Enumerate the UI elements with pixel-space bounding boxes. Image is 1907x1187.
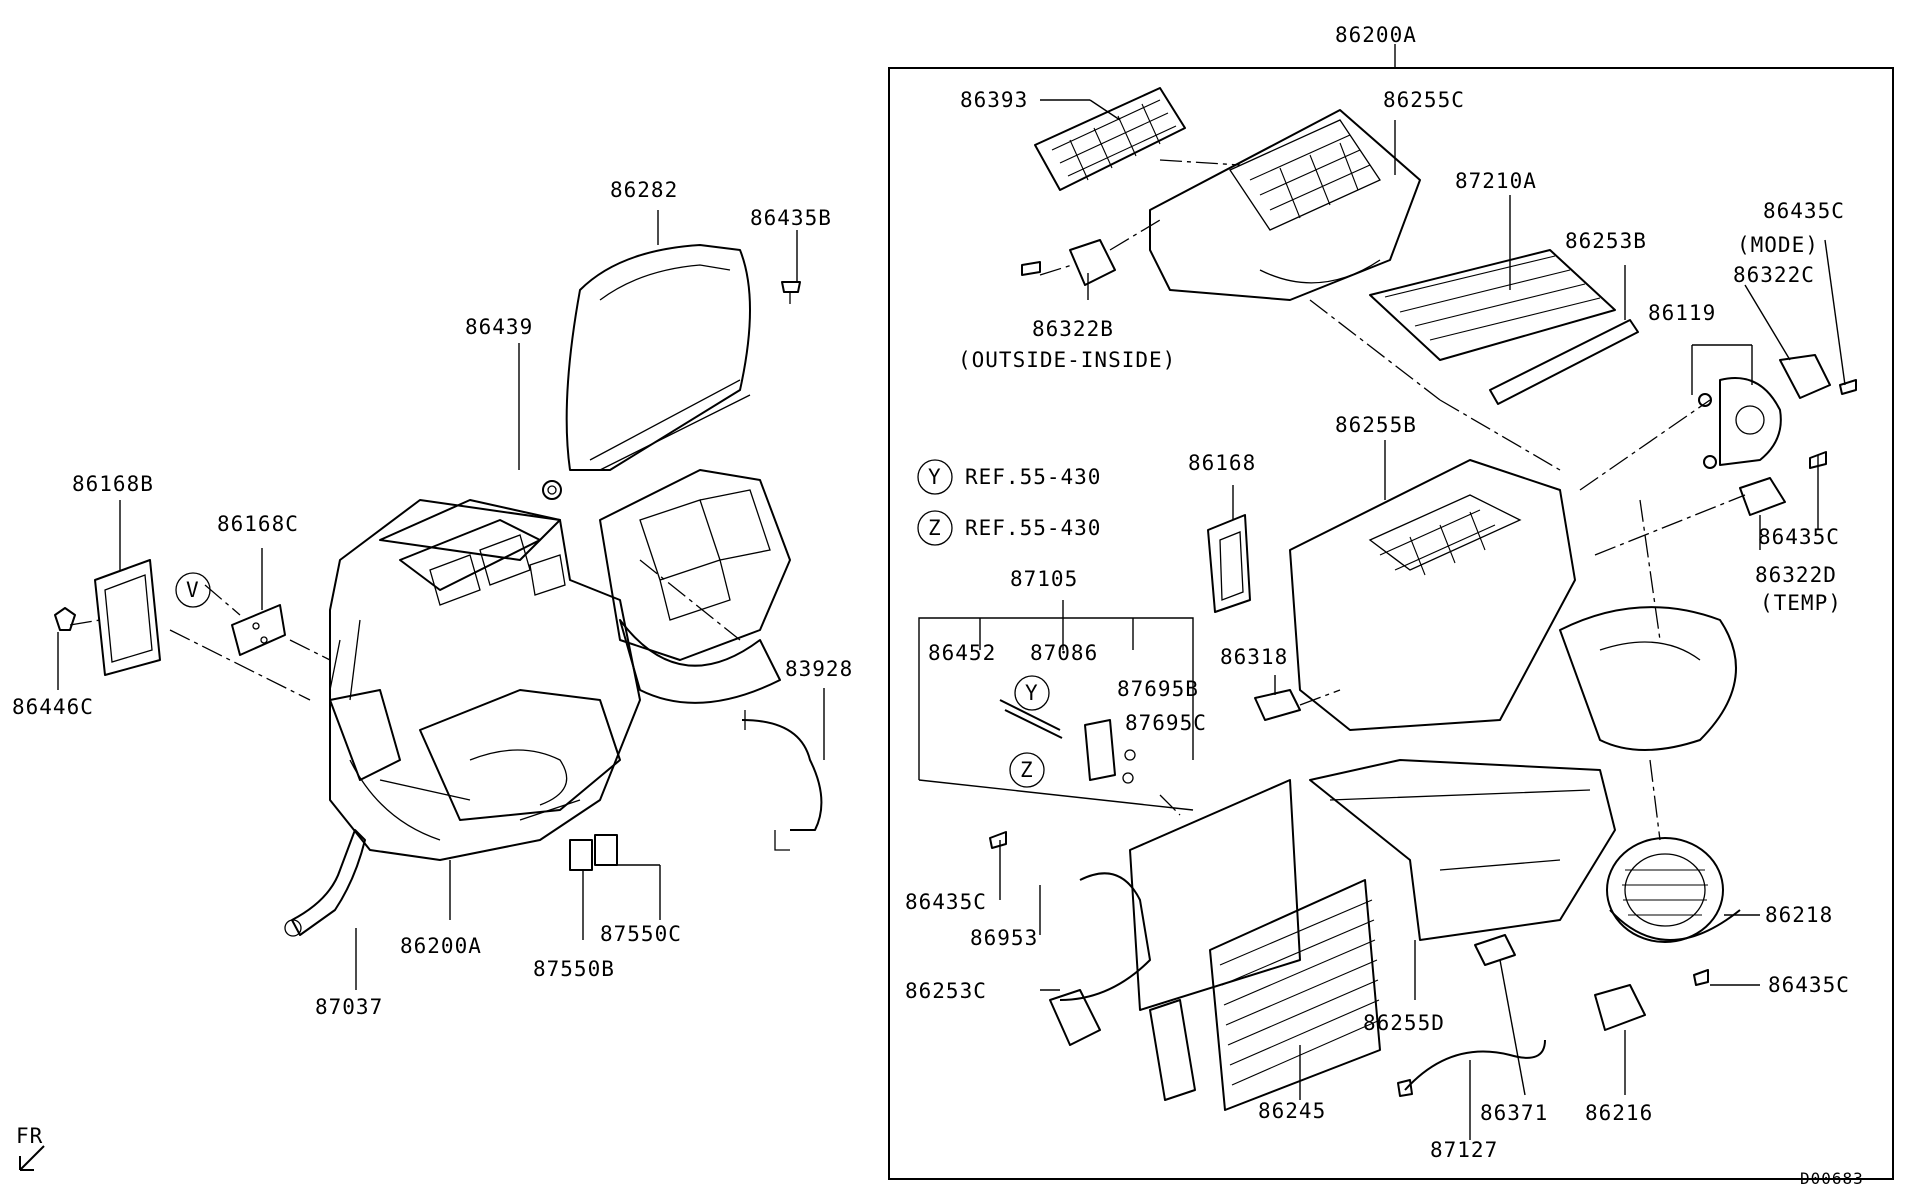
ref-circle-z2 <box>1009 752 1045 788</box>
orientation-label: FR <box>16 1124 43 1148</box>
actuator-86322D <box>1739 477 1786 516</box>
label-87127: 87127 <box>1430 1138 1498 1162</box>
pad-86168 <box>1207 514 1251 613</box>
ref-text-y: REF.55-430 <box>965 465 1101 489</box>
label-86322D: 86322D <box>1755 563 1837 587</box>
label-86253C: 86253C <box>905 979 987 1003</box>
blower-86218 <box>1606 837 1741 943</box>
harness-87127 <box>1397 1039 1546 1097</box>
label-86168B: 86168B <box>72 472 154 496</box>
label-86953: 86953 <box>970 926 1038 950</box>
label-86435C-a: 86435C <box>1763 199 1845 223</box>
actuator-86322B <box>1021 239 1116 286</box>
assembled-hvac-unit <box>329 469 791 861</box>
label-86435C-c: 86435C <box>905 890 987 914</box>
label-86218: 86218 <box>1765 903 1833 927</box>
air-guide-86282 <box>565 244 751 471</box>
label-86452: 86452 <box>928 641 996 665</box>
label-86216: 86216 <box>1585 1101 1653 1125</box>
label-87037: 87037 <box>315 995 383 1019</box>
screw-86435C-a <box>1839 379 1857 395</box>
label-87210A: 87210A <box>1455 169 1537 193</box>
actuator-86322C <box>1779 354 1831 399</box>
label-87695C: 87695C <box>1125 711 1207 735</box>
bracket-86216 <box>1594 984 1646 1031</box>
label-86255D: 86255D <box>1363 1011 1445 1035</box>
filter-87210A <box>1369 249 1616 361</box>
front-arrow-icon <box>19 1145 45 1171</box>
ref-mark-y2: Y <box>1025 681 1039 705</box>
drain-hose-87037 <box>284 829 366 937</box>
sensor-86318 <box>1254 689 1301 721</box>
strip-86253B <box>1489 319 1639 405</box>
ref-mark-y: Y <box>928 465 942 489</box>
label-86435B: 86435B <box>750 206 832 230</box>
label-outside-inside: (OUTSIDE-INSIDE) <box>958 348 1176 372</box>
label-86200A-top: 86200A <box>1335 23 1417 47</box>
seal-86168B <box>94 559 161 676</box>
leader-lines <box>57 99 1846 1140</box>
pad-86168C <box>231 604 286 656</box>
ref-text-z: REF.55-430 <box>965 516 1101 540</box>
label-87695B: 87695B <box>1117 677 1199 701</box>
case-86255C <box>1149 109 1421 301</box>
label-temp-note: (TEMP) <box>1760 591 1842 615</box>
label-86245: 86245 <box>1258 1099 1326 1123</box>
diagram-code: D00683 <box>1800 1169 1864 1187</box>
label-87550B: 87550B <box>533 957 615 981</box>
guide-lines <box>69 159 1746 841</box>
assembly-frame <box>888 67 1894 1180</box>
relays-87550 <box>569 834 618 871</box>
label-86439: 86439 <box>465 315 533 339</box>
case-86255D <box>1309 759 1616 941</box>
label-83928: 83928 <box>785 657 853 681</box>
label-86446C: 86446C <box>12 695 94 719</box>
clip-86446C <box>54 607 76 631</box>
label-86200A-left: 86200A <box>400 934 482 958</box>
label-86255C: 86255C <box>1383 88 1465 112</box>
label-86322C: 86322C <box>1733 263 1815 287</box>
screw-86435C-c <box>989 831 1007 849</box>
label-86282: 86282 <box>610 178 678 202</box>
screw-86435C-d <box>1693 969 1709 986</box>
ref-mark-v: V <box>186 578 200 602</box>
label-86393: 86393 <box>960 88 1028 112</box>
ref-circle-z <box>917 510 953 546</box>
kit-87105 <box>918 600 1194 811</box>
label-86168C: 86168C <box>217 512 299 536</box>
screw-86435B <box>781 281 801 304</box>
label-86255B: 86255B <box>1335 413 1417 437</box>
grille-86393 <box>1034 87 1186 191</box>
resistor-86371 <box>1474 934 1516 966</box>
label-87086: 87086 <box>1030 641 1098 665</box>
label-87105: 87105 <box>1010 567 1078 591</box>
label-86318: 86318 <box>1220 645 1288 669</box>
screw-86435C-b <box>1809 451 1827 469</box>
label-86119: 86119 <box>1648 301 1716 325</box>
label-86371: 86371 <box>1480 1101 1548 1125</box>
heater-core-86245 <box>1129 779 1381 1111</box>
label-86322B: 86322B <box>1032 317 1114 341</box>
label-86253B: 86253B <box>1565 229 1647 253</box>
ref-circle-y <box>917 459 953 495</box>
harness-83928 <box>741 710 823 851</box>
label-86435C-d: 86435C <box>1768 973 1850 997</box>
ref-mark-z: Z <box>928 516 942 540</box>
ref-circle-v <box>175 572 211 608</box>
case-86255B <box>1289 459 1737 751</box>
clip-86439 <box>542 480 562 500</box>
label-mode-note: (MODE) <box>1737 233 1819 257</box>
label-86435C-b: 86435C <box>1758 525 1840 549</box>
label-86168: 86168 <box>1188 451 1256 475</box>
ref-circle-y2 <box>1014 675 1050 711</box>
pipes-86253C <box>1049 872 1196 1101</box>
linkage-86119 <box>1698 377 1782 469</box>
label-87550C: 87550C <box>600 922 682 946</box>
ref-mark-z2: Z <box>1020 758 1034 782</box>
